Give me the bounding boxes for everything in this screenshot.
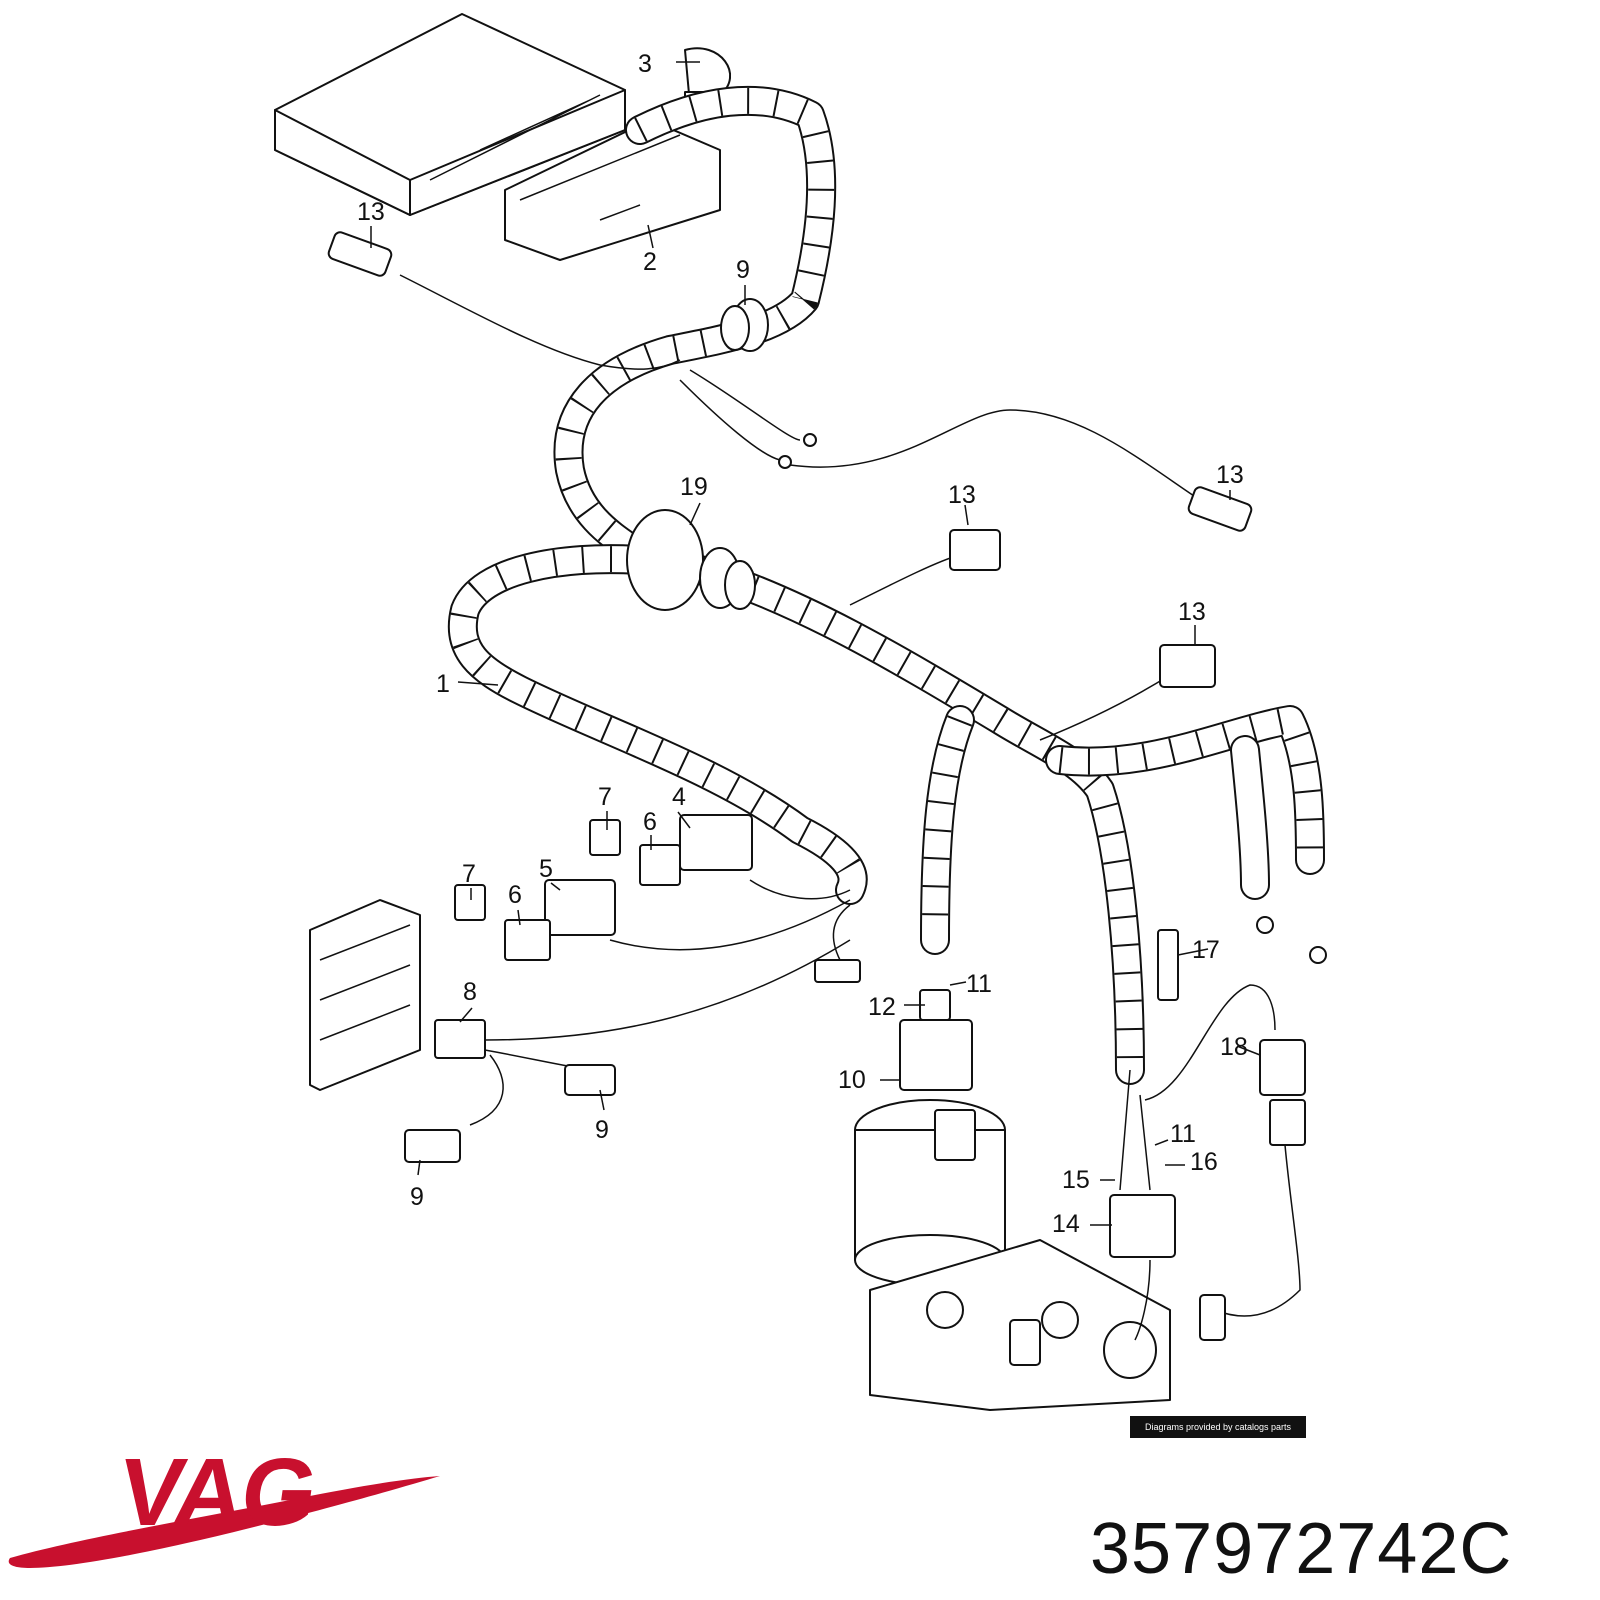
callout-7-a: 7 xyxy=(598,783,612,811)
callout-13-d: 13 xyxy=(1178,598,1206,626)
grommet-9 xyxy=(720,298,769,352)
vag-logo xyxy=(8,1476,441,1568)
callout-5: 5 xyxy=(539,855,553,883)
callout-18: 18 xyxy=(1220,1033,1248,1061)
callout-1: 1 xyxy=(436,670,450,698)
callout-19: 19 xyxy=(680,473,708,501)
wiring-harness-diagram: 3 13 2 9 19 13 13 13 1 7 6 4 7 6 5 11 12… xyxy=(274,13,1327,1411)
control-unit xyxy=(274,13,626,216)
callout-3: 3 xyxy=(638,50,652,78)
relay-panel xyxy=(309,899,421,1091)
connector-2 xyxy=(504,119,721,261)
callout-11-a: 11 xyxy=(966,970,992,998)
callout-16: 16 xyxy=(1190,1148,1218,1176)
callout-2: 2 xyxy=(643,248,657,276)
connector-8 xyxy=(434,939,851,1126)
callout-6-b: 6 xyxy=(508,881,522,909)
callout-13-b: 13 xyxy=(1216,461,1244,489)
callout-8: 8 xyxy=(463,978,477,1006)
connector-18 xyxy=(1144,984,1306,1341)
callout-10: 10 xyxy=(838,1066,866,1094)
grommet-19 xyxy=(626,509,756,611)
part-number: 357972742C xyxy=(1090,1509,1513,1589)
callout-12: 12 xyxy=(868,993,896,1021)
callout-17: 17 xyxy=(1192,936,1220,964)
wiring-harness-1 xyxy=(447,85,1325,1085)
clip-17 xyxy=(1157,929,1179,1001)
callouts: 3 13 2 9 19 13 13 13 1 7 6 4 7 6 5 11 12… xyxy=(357,50,1248,1238)
leader-lines xyxy=(370,61,1261,1226)
connector-group xyxy=(454,814,861,983)
callout-15: 15 xyxy=(1062,1166,1090,1194)
brand-name: VAG xyxy=(112,1439,323,1546)
connector-9-lower xyxy=(404,1064,616,1163)
sensor-wires xyxy=(327,231,1253,741)
callout-9-a: 9 xyxy=(736,256,750,284)
pump-motor xyxy=(854,989,1171,1411)
callout-7-b: 7 xyxy=(462,860,476,888)
callout-4: 4 xyxy=(672,783,686,811)
callout-9-c: 9 xyxy=(410,1183,424,1211)
connector-14 xyxy=(1109,1069,1176,1341)
callout-11-b: 11 xyxy=(1170,1120,1196,1148)
callout-6-a: 6 xyxy=(643,808,657,836)
callout-14: 14 xyxy=(1052,1210,1080,1238)
callout-9-b: 9 xyxy=(595,1116,609,1144)
diagram-credit: Diagrams provided by catalogs parts xyxy=(1130,1416,1306,1438)
callout-13-a: 13 xyxy=(357,198,385,226)
callout-13-c: 13 xyxy=(948,481,976,509)
ground-terminals xyxy=(1256,916,1327,964)
